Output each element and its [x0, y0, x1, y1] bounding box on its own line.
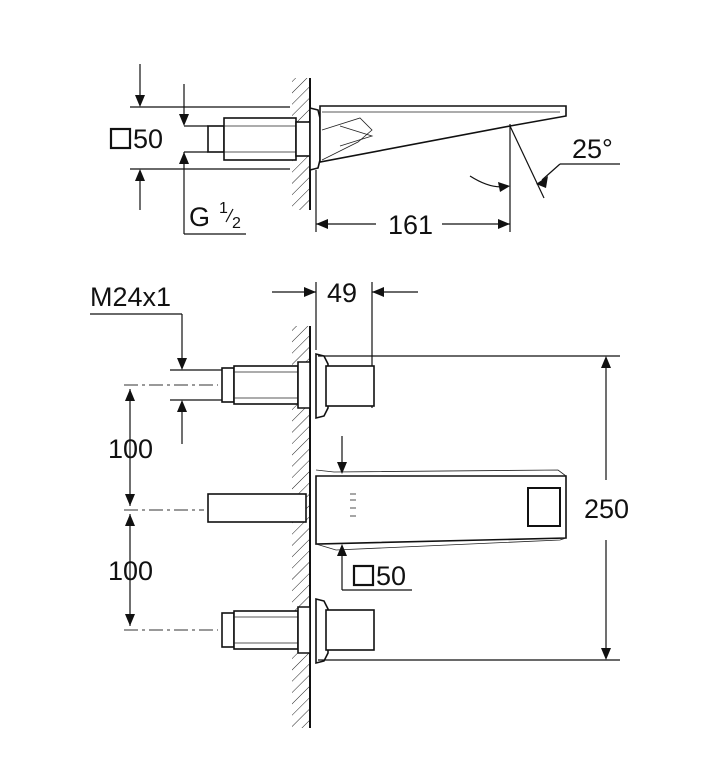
dim-angle-25: 25° — [572, 134, 613, 164]
lower-valve-stub — [221, 612, 235, 648]
lower-rosette — [315, 597, 329, 665]
dim-thread-g-den: 2 — [232, 215, 241, 232]
pipe-stub-top — [207, 125, 225, 153]
side-view: 50 G 1 2 161 25° — [109, 64, 620, 240]
dim-thread-g: G — [189, 202, 210, 232]
dim-spacing-upper: 100 — [108, 434, 153, 464]
upper-valve-stub — [221, 367, 235, 403]
dim-spacing-lower: 100 — [108, 556, 153, 586]
dim-thread-g-num: 1 — [219, 200, 228, 217]
front-view: 49 M24x1 50 — [90, 278, 629, 728]
dim-length-161: 161 — [388, 210, 433, 240]
spout-side — [319, 105, 567, 163]
upper-handle — [325, 365, 375, 407]
dim-width-49: 49 — [327, 278, 357, 308]
spout-pipe — [207, 493, 307, 523]
dim-spout-square: 50 — [376, 561, 406, 591]
square-symbol-front — [352, 564, 375, 587]
lower-handle — [325, 609, 375, 651]
dim-top-square: 50 — [133, 124, 163, 154]
dim-height-250: 250 — [584, 494, 629, 524]
square-symbol-top — [109, 127, 132, 150]
dim-thread-m: M24x1 — [90, 282, 171, 312]
spout-outlet — [527, 487, 561, 527]
rosette-top — [309, 106, 321, 172]
